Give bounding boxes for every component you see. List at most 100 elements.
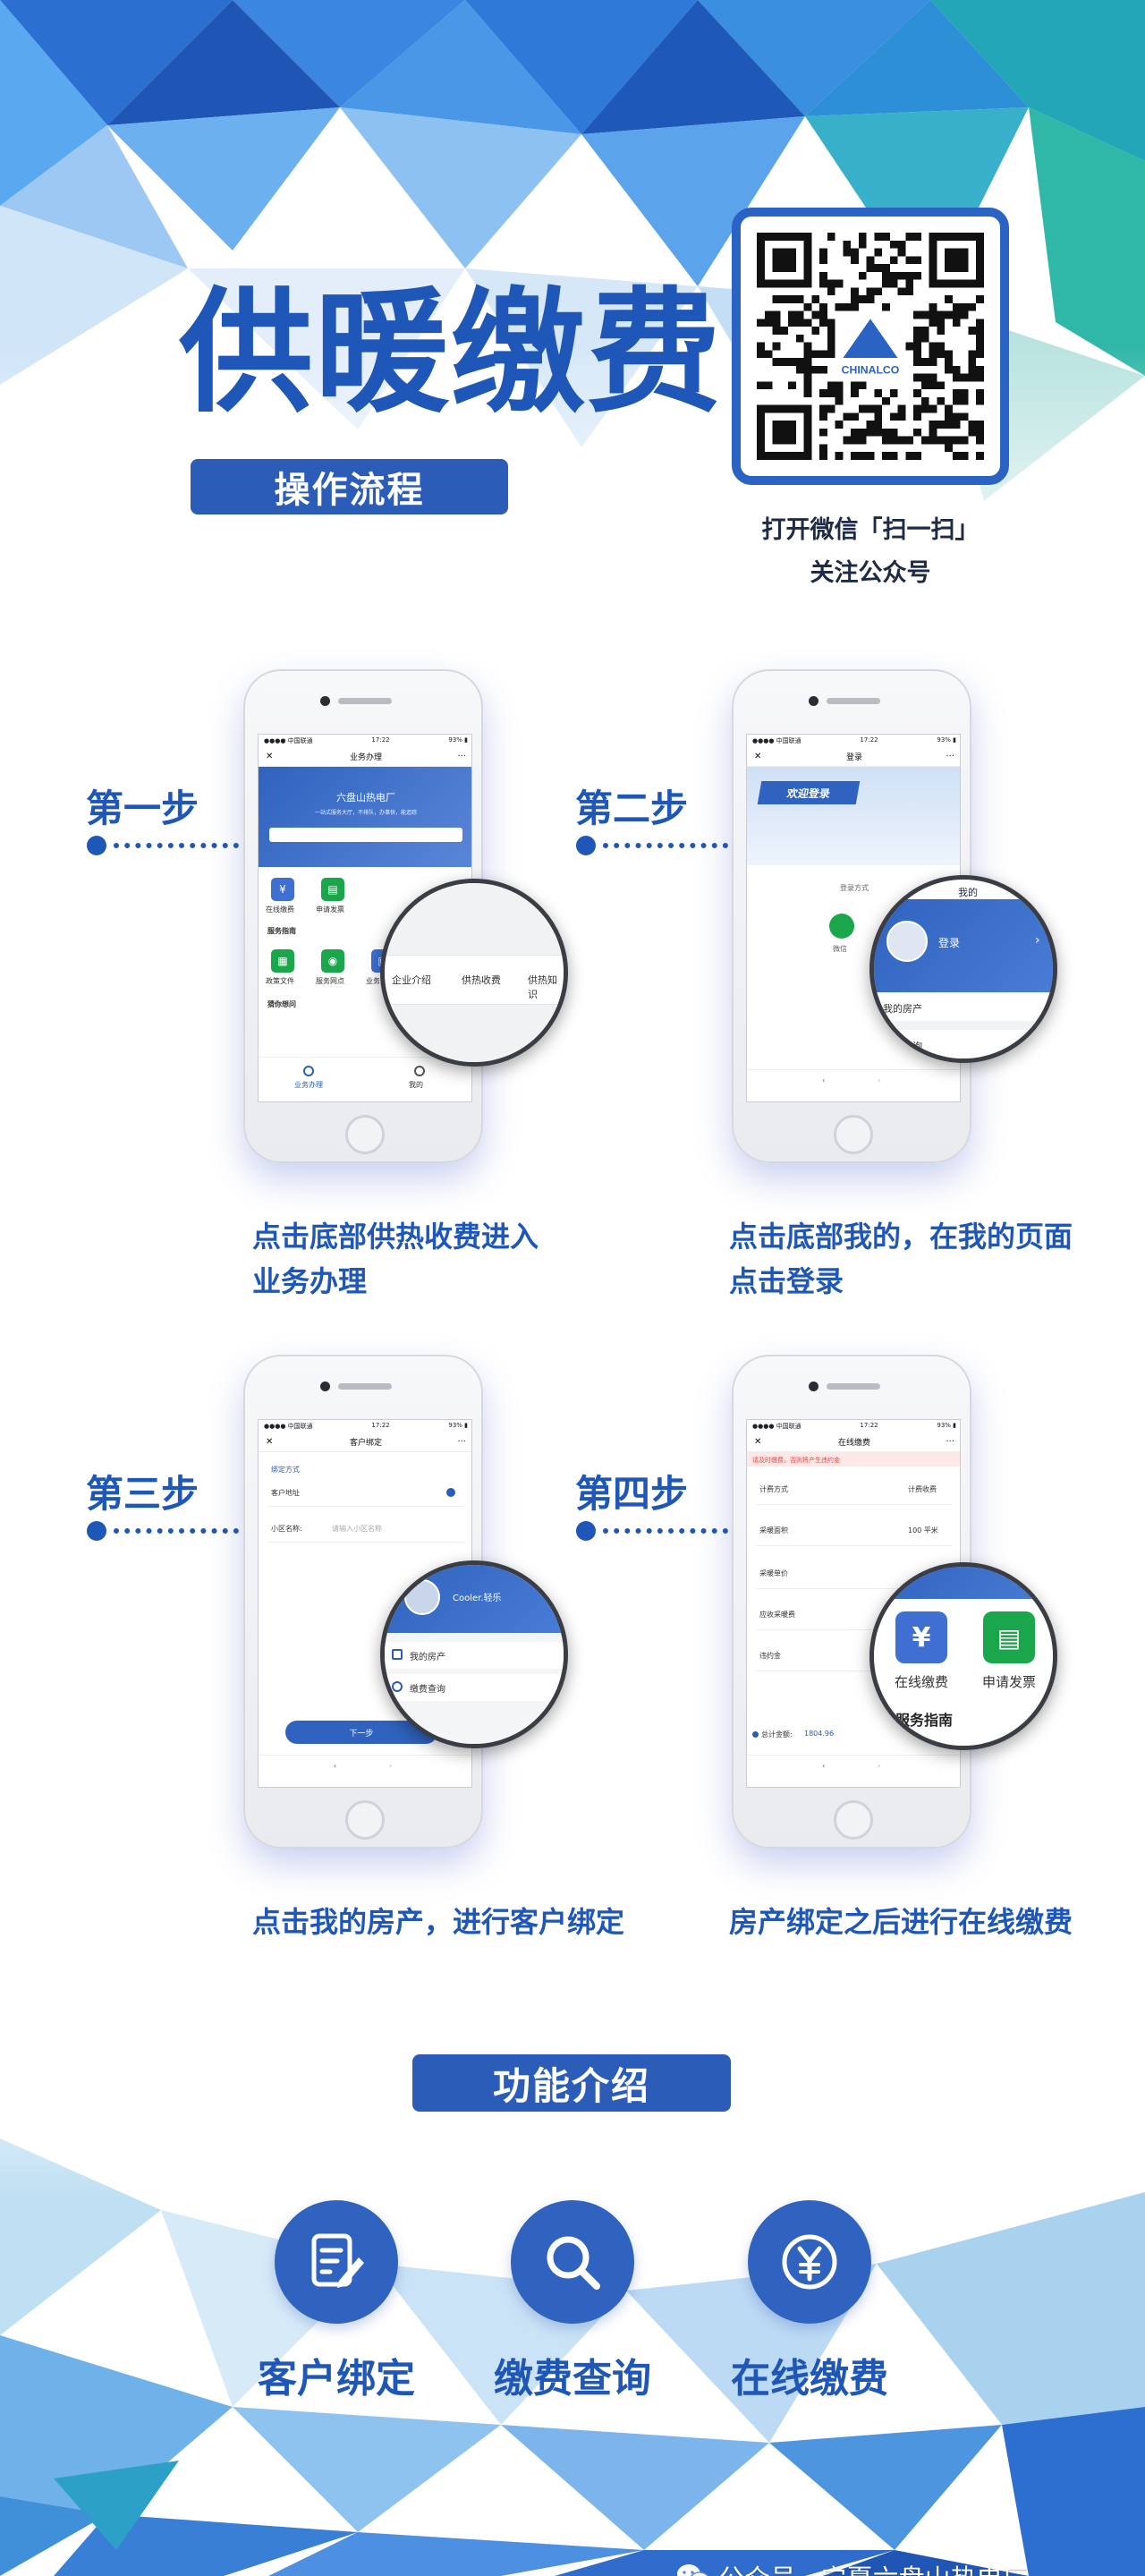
step1-icon-label-policy: 政策文件 — [266, 977, 294, 985]
process-pill: 操作流程 — [191, 459, 508, 514]
step3-magnifier: Cooler.轻乐 我的房产 缴费查询 — [380, 1560, 568, 1748]
step1-banner-sub: 一站式服务大厅，不排队，办事快，能追踪 — [314, 810, 417, 816]
mag4-online-pay: 在线缴费 — [894, 1674, 948, 1690]
step4-notice: 请及时缴费，否则将产生违约金 — [747, 1452, 960, 1467]
step4-total-value: 1804.96 — [804, 1730, 835, 1738]
step1-tab-business[interactable]: 业务办理 — [294, 1081, 323, 1089]
step3-screen-title: 客户绑定 — [349, 1439, 382, 1448]
footer-official-account: 公众号 · 宁夏六盘山热电厂 — [675, 2559, 1029, 2576]
radio-selected-icon[interactable] — [446, 1488, 455, 1497]
feature-pill: 功能介绍 — [412, 2054, 731, 2112]
step4-connector — [576, 1521, 728, 1541]
wechat-login-icon[interactable] — [829, 914, 854, 939]
step4-description: 房产绑定之后进行在线缴费 — [729, 1905, 1073, 1939]
mag1-item-heating-fee: 供热收费 — [462, 974, 501, 986]
feature-pay-circle[interactable] — [748, 2200, 871, 2324]
step2-description-line1: 点击底部我的，在我的页面 — [729, 1220, 1073, 1254]
search-icon — [392, 1681, 403, 1692]
step1-banner-title: 六盘山热电厂 — [336, 792, 395, 803]
step2-magnifier: 我的 登录 › 我的房产 缴费查询 — [869, 875, 1057, 1063]
step4-row-fee: 应收采暖费 — [759, 1611, 795, 1619]
step1-icon-label-invoice: 申请发票 — [316, 905, 344, 914]
yuan-icon — [782, 2234, 837, 2290]
property-icon — [392, 1649, 403, 1660]
mag4-invoice: 申请发票 — [981, 1674, 1036, 1690]
home-button — [345, 1115, 385, 1154]
svg-text:CHINALCO: CHINALCO — [842, 364, 900, 377]
invoice-icon[interactable]: ▤ — [983, 1611, 1035, 1663]
total-dot-icon — [752, 1731, 759, 1738]
home-button — [345, 1800, 385, 1840]
mag2-login[interactable]: 登录 — [938, 937, 961, 949]
qr-caption-line1: 打开微信「扫一扫」 — [761, 516, 980, 544]
step2-label: 第二步 — [575, 786, 689, 830]
step3-bind-method: 绑定方式 — [271, 1466, 300, 1474]
step4-magnifier: ¥ ▤ 在线缴费 申请发票 服务指南 — [869, 1562, 1057, 1750]
home-button — [834, 1800, 873, 1840]
step3-connector — [87, 1521, 239, 1541]
step1-connector — [87, 836, 239, 855]
step2-screen-title: 登录 — [845, 753, 862, 762]
step4-row-method: 计费方式 — [759, 1485, 788, 1493]
step4-row-method-value: 计费收费 — [908, 1485, 937, 1493]
yuan-icon[interactable]: ¥ — [271, 878, 294, 901]
step4-row-price: 采暖单价 — [759, 1569, 788, 1577]
avatar — [404, 1579, 440, 1615]
mag2-my-property: 我的房产 — [883, 1003, 922, 1015]
step2-welcome-banner: 欢迎登录 — [757, 781, 861, 804]
user-icon — [414, 1066, 425, 1076]
feature-query-circle[interactable] — [511, 2200, 634, 2324]
page-title: 供暖缴费 — [179, 276, 724, 431]
step1-description-line1: 点击底部供热收费进入 — [252, 1220, 539, 1254]
mag1-item-knowledge: 供热知识 — [528, 974, 557, 1000]
mag2-header: 我的 — [874, 880, 1053, 899]
step4-label: 第四步 — [575, 1472, 689, 1516]
home-button — [834, 1115, 873, 1154]
feature-bind-label: 客户绑定 — [258, 2356, 415, 2402]
step2-wechat-label: 微信 — [833, 945, 847, 953]
feature-query-label: 缴费查询 — [494, 2356, 651, 2402]
step3-address-option[interactable]: 客户地址 — [271, 1489, 300, 1497]
step3-label: 第三步 — [86, 1472, 199, 1516]
mag2-fee-query: 缴费查询 — [883, 1041, 922, 1052]
avatar — [886, 921, 928, 962]
compass-icon — [303, 1066, 314, 1076]
mag1-item-about: 企业介绍 — [392, 974, 431, 986]
mag3-fee-query[interactable]: 缴费查询 — [410, 1685, 445, 1695]
qr-code[interactable]: CHINALCO — [732, 208, 1009, 485]
mag4-service-guide: 服务指南 — [895, 1712, 954, 1729]
step4-row-area: 采暖面积 — [759, 1526, 788, 1535]
step1-section-guide: 服务指南 — [267, 927, 296, 935]
step1-icon-label-pay: 在线缴费 — [266, 905, 294, 914]
step1-banner: 六盘山热电厂 一站式服务大厅，不排队，办事快，能追踪 — [259, 767, 471, 867]
step3-description: 点击我的房产，进行客户绑定 — [252, 1905, 625, 1939]
yuan-icon[interactable]: ¥ — [895, 1611, 947, 1663]
step1-section-faq: 猜你想问 — [267, 1000, 296, 1008]
step2-description-line2: 点击登录 — [729, 1264, 844, 1298]
feature-bind-circle[interactable] — [275, 2200, 398, 2324]
mag3-my-property[interactable]: 我的房产 — [410, 1653, 445, 1662]
step1-search-bar[interactable] — [269, 828, 462, 842]
step4-total-label: 总计金额: — [761, 1730, 793, 1739]
step2-login-method: 登录方式 — [840, 884, 869, 892]
edit-document-icon — [311, 2233, 364, 2288]
step4-row-area-value: 100 平米 — [908, 1526, 938, 1535]
step4-screen-title: 在线缴费 — [837, 1439, 870, 1448]
qr-caption-line2: 关注公众号 — [810, 559, 931, 587]
step1-description-line2: 业务办理 — [252, 1264, 368, 1298]
invoice-icon[interactable]: ▤ — [321, 878, 344, 901]
step1-tab-mine[interactable]: 我的 — [409, 1081, 423, 1089]
step3-community-input[interactable]: 请输入小区名称 — [332, 1525, 382, 1533]
step3-community-label: 小区名称: — [271, 1525, 302, 1533]
feature-pay-label: 在线缴费 — [731, 2356, 888, 2402]
document-icon[interactable]: ▦ — [271, 949, 294, 973]
location-icon[interactable]: ◉ — [321, 949, 344, 973]
search-icon — [547, 2236, 600, 2290]
step1-icon-label-outlet: 服务网点 — [316, 977, 344, 985]
mag3-username: Cooler.轻乐 — [453, 1594, 502, 1603]
wechat-icon — [677, 2564, 709, 2576]
qr-code-image: CHINALCO — [757, 233, 984, 460]
step1-magnifier: 企业介绍 供热收费 供热知识 — [380, 879, 568, 1067]
step1-label: 第一步 — [86, 786, 199, 830]
